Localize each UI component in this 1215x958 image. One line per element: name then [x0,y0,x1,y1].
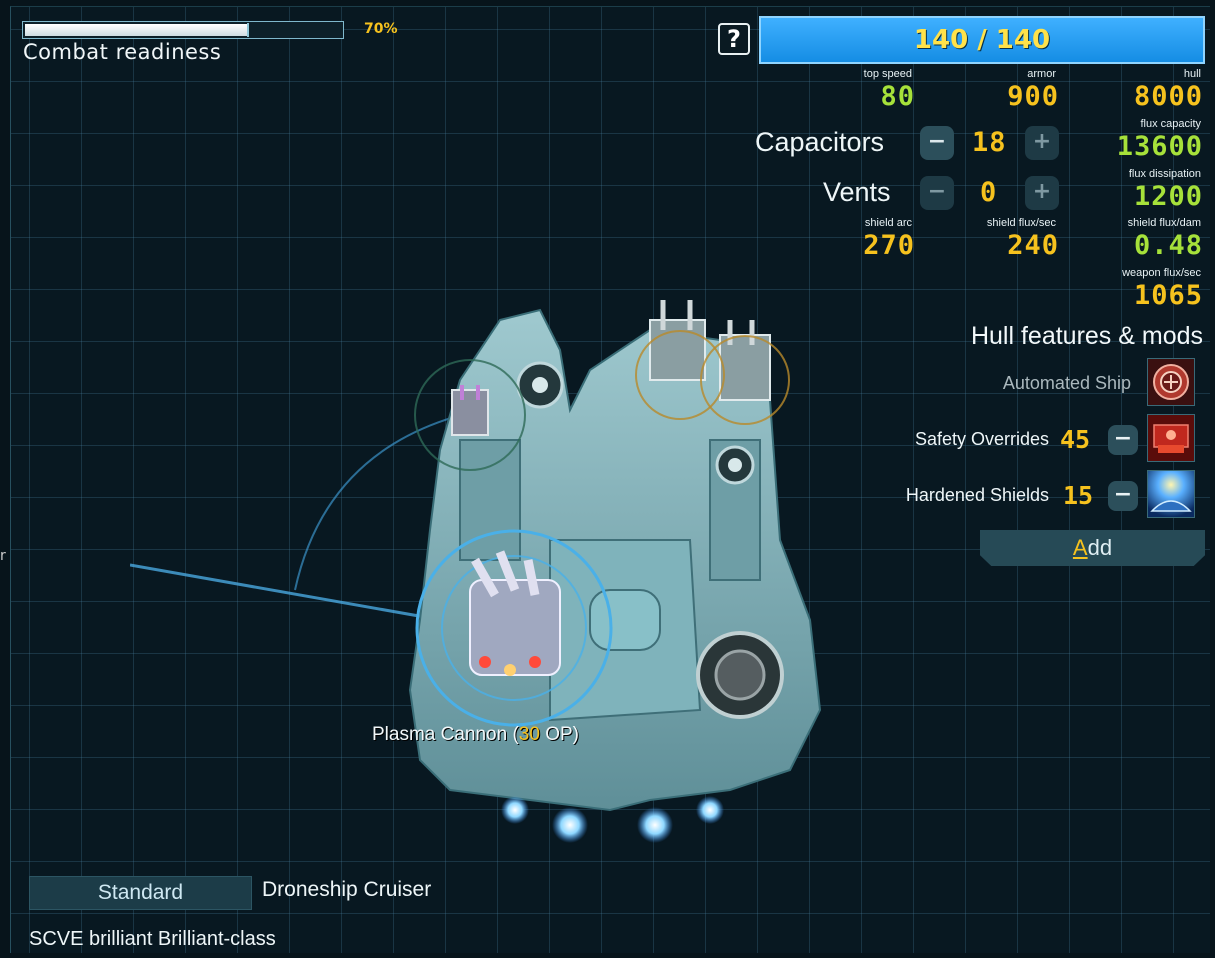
flux-capacity-value: 13600 [1116,131,1203,162]
weapon-name-text: Plasma Cannon ( [372,724,519,745]
edge-fragment-text: r [0,548,6,564]
hullmod-safety-overrides-remove-button[interactable]: − [1108,425,1138,455]
combat-readiness-label: Combat readiness [23,40,222,64]
variant-standard-button[interactable]: Standard [29,876,252,910]
combat-readiness-percent: 70% [364,21,398,37]
hullmod-safety-overrides-label: Safety Overrides [914,429,1049,449]
flux-dissipation-value: 1200 [1133,181,1203,212]
automated-ship-icon[interactable] [1147,358,1195,406]
combat-readiness-marker [247,23,249,37]
top-speed-value: 80 [880,81,915,112]
weapon-op-value: 30 [518,724,540,745]
ship-name-label[interactable]: SCVE brilliant Brilliant-class [29,928,276,950]
safety-overrides-icon[interactable] [1147,414,1195,462]
capacitors-plus-button[interactable]: + [1025,126,1059,160]
weapon-flux-sec-label: weapon flux/sec [1122,267,1201,279]
hull-value: 8000 [1133,81,1203,112]
shield-flux-dam-label: shield flux/dam [1127,217,1201,229]
top-speed-label: top speed [863,68,912,80]
hullmod-hardened-shields-cost: 15 [1063,481,1094,510]
capacitors-value: 18 [972,127,1007,158]
add-button-label-rest: dd [1087,535,1113,560]
add-button-hotkey-letter: A [1072,535,1088,560]
armor-label: armor [1027,68,1056,80]
hull-mods-title: Hull features & mods [970,322,1203,350]
flux-dissipation-label: flux dissipation [1128,168,1201,180]
plasma-cannon-sprite [469,550,561,676]
weapon-tooltip-label: Plasma Cannon (30 OP) [372,724,579,746]
ship-sprite [130,300,822,843]
hullmod-hardened-shields-remove-button[interactable]: − [1108,481,1138,511]
vents-value: 0 [980,177,998,208]
hull-class-label: Droneship Cruiser [262,878,432,901]
shield-flux-dam-value: 0.48 [1133,230,1203,261]
armor-value: 900 [1007,81,1059,112]
hull-label: hull [1183,68,1201,80]
flux-capacity-label: flux capacity [1140,118,1201,130]
hullmod-safety-overrides-cost: 45 [1060,425,1091,454]
vents-label: Vents [823,177,891,207]
shield-arc-label: shield arc [864,217,912,229]
hardened-shields-icon[interactable] [1147,470,1195,518]
hullmod-hardened-shields-label: Hardened Shields [905,485,1049,505]
help-button[interactable]: ? [718,23,750,55]
vents-minus-button[interactable]: − [920,176,954,210]
capacitors-minus-button[interactable]: − [920,126,954,160]
hullmod-automated-ship-label: Automated Ship [1002,373,1131,393]
shield-flux-sec-value: 240 [1007,230,1059,261]
shield-arc-value: 270 [863,230,915,261]
shield-flux-sec-label: shield flux/sec [986,217,1056,229]
plasma-cannon-arc-outer [415,529,613,727]
vents-plus-button[interactable]: + [1025,176,1059,210]
capacitors-label: Capacitors [755,127,885,157]
weapon-flux-sec-value: 1065 [1133,280,1203,311]
add-hullmod-button[interactable]: Add [980,530,1205,566]
weapon-arc-line-left [130,563,471,627]
combat-readiness-fill [25,24,248,36]
weapon-op-suffix: OP) [539,724,579,745]
combat-readiness-bar [22,21,344,39]
hitpoints-bar: 140 / 140 [759,16,1205,64]
